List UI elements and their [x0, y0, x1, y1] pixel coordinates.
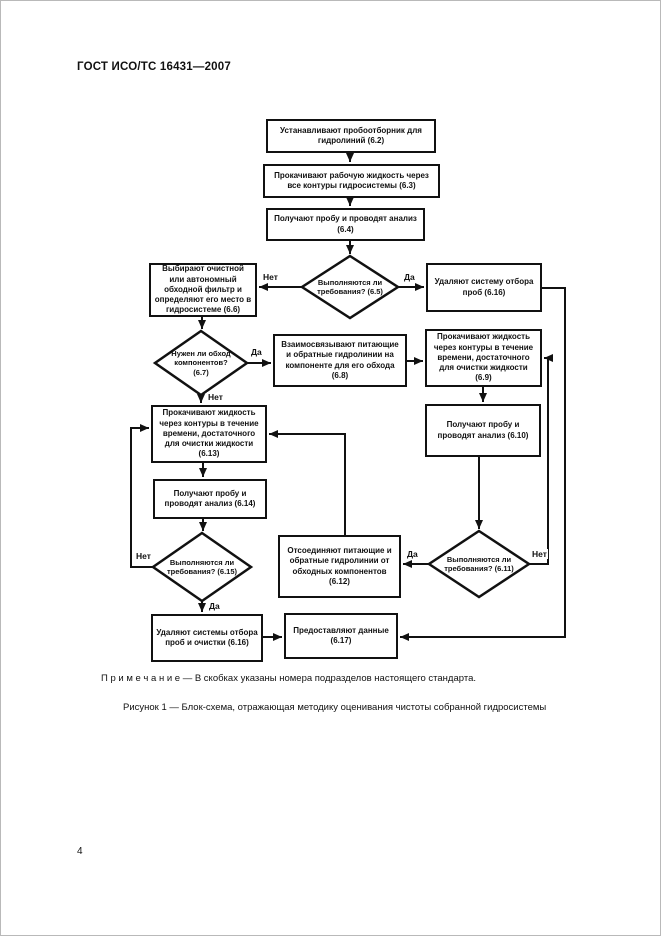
note-text: П р и м е ч а н и е — В скобках указаны … [101, 673, 476, 684]
edge-label-no-6-11: Нет [531, 549, 548, 559]
flow-step-6-6: Выбирают очистной или автономный обходно… [149, 263, 257, 317]
decision-shape-6-7 [152, 329, 250, 397]
connector-611-no-69-loop [529, 354, 553, 565]
flow-step-6-14: Получают пробу и проводят анализ (6.14) [153, 479, 267, 519]
flow-step-6-10: Получают пробу и проводят анализ (6.10) [425, 404, 541, 457]
edge-label-yes-6-5: Да [403, 272, 416, 282]
figure-caption: Рисунок 1 — Блок-схема, отражающая метод… [123, 702, 547, 713]
connector-612-613 [269, 430, 346, 535]
flow-step-6-16-remove-sampling: Удаляют систему отбора проб (6.16) [426, 263, 542, 312]
decision-shape-6-15 [150, 531, 254, 603]
edge-label-no-6-5: Нет [262, 272, 279, 282]
flow-step-6-2: Устанавливают пробоотборник для гидролин… [266, 119, 436, 153]
flow-step-6-8: Взаимосвязывают питающие и обратные гидр… [273, 334, 407, 387]
flow-step-6-13: Прокачивают жидкость через контуры в теч… [151, 405, 267, 463]
decision-6-5: Выполняются ли требования? (6.5) [317, 277, 383, 296]
connector-615-no-613-loop [130, 424, 153, 568]
edge-label-no-6-7: Нет [207, 392, 224, 402]
edge-label-yes-6-7: Да [250, 347, 263, 357]
flow-step-6-17: Предоставляют данные (6.17) [284, 613, 398, 659]
flow-step-6-3: Прокачивают рабочую жидкость через все к… [263, 164, 440, 198]
decision-6-11: Выполняются ли требования? (6.11) [444, 554, 514, 573]
flow-step-6-4: Получают пробу и проводят анализ (6.4) [266, 208, 425, 241]
flow-step-6-9: Прокачивают жидкость через контуры в теч… [425, 329, 542, 387]
edge-label-yes-6-15: Да [208, 601, 221, 611]
page-number: 4 [77, 846, 83, 857]
decision-6-15: Выполняются ли требования? (6.15) [167, 557, 237, 576]
decision-shape-6-5 [299, 254, 401, 320]
decision-shape-6-11 [426, 529, 532, 599]
flow-step-6-16-remove-systems: Удаляют системы отбора проб и очистки (6… [151, 614, 263, 662]
connector-616-617 [400, 287, 566, 641]
edge-label-no-6-15: Нет [135, 551, 152, 561]
flow-step-6-12: Отсоединяют питающие и обратные гидролин… [278, 535, 401, 598]
edge-label-yes-6-11: Да [406, 549, 419, 559]
decision-6-7: Нужен ли обход компонентов? (6.7) [171, 349, 231, 377]
doc-header: ГОСТ ИСО/ТС 16431—2007 [77, 61, 231, 73]
